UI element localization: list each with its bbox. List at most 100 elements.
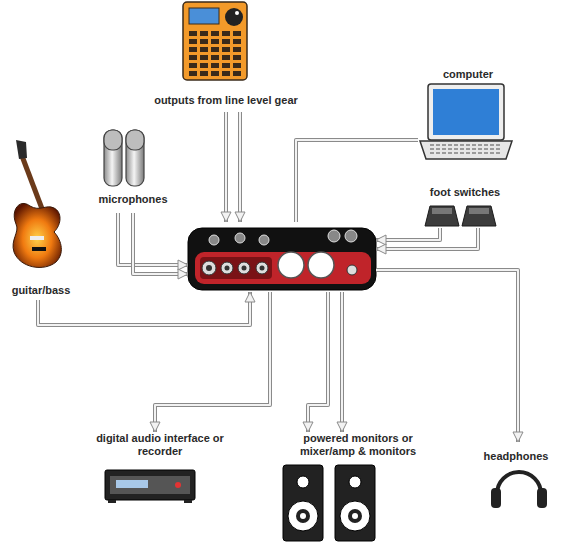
cable-outline <box>38 292 250 325</box>
cable-outline <box>376 228 478 249</box>
drum-machine-part <box>235 11 239 15</box>
speaker-icons-part <box>297 476 309 488</box>
cable-outline <box>376 270 518 442</box>
speaker-icons-part <box>335 465 375 541</box>
recorder-icon <box>105 470 195 503</box>
microphone-group: microphones <box>88 125 178 213</box>
laptop-part <box>420 141 512 159</box>
microphones-icon <box>104 130 144 186</box>
cable-core <box>118 213 188 265</box>
headphone-group: headphones <box>470 442 562 510</box>
foot-switch-icons-part <box>425 206 459 226</box>
laptop-part <box>433 89 499 135</box>
drum-machine-part <box>189 31 243 76</box>
audio-interface-body-part <box>238 262 250 274</box>
foot-switch-icons-part <box>432 208 452 214</box>
speaker-icons-part <box>283 465 323 541</box>
recorder-icon-part <box>105 470 195 500</box>
cable-outline <box>133 213 188 274</box>
audio-interface-body-part <box>221 262 233 274</box>
audio-interface-body-part <box>206 265 212 271</box>
signal-cable <box>38 292 250 325</box>
drum-machine-part <box>189 8 219 24</box>
microphones-icon-part <box>104 130 122 186</box>
cable-outline <box>340 292 344 432</box>
recorder-icon-part <box>184 500 192 503</box>
audio-interface-body-part <box>200 257 272 279</box>
signal-cable <box>376 228 478 249</box>
cable-core <box>341 292 343 432</box>
speaker-icons-part <box>300 513 306 519</box>
audio-interface-body-part <box>260 266 265 271</box>
cable-core <box>296 140 418 222</box>
speaker-icons <box>283 465 375 541</box>
audio-interface-body-part <box>308 252 334 278</box>
cable-core <box>225 112 227 222</box>
cable-outline <box>155 292 270 432</box>
speaker-icons-part <box>348 509 362 523</box>
signal-cable <box>308 292 328 432</box>
audio-interface <box>188 222 376 292</box>
foot-switch-icons-part <box>462 206 496 226</box>
computer-group: computer <box>418 66 518 162</box>
signal-cable <box>240 112 241 222</box>
cable-core <box>376 228 440 240</box>
recorder-icon-part <box>108 500 116 503</box>
audio-interface-body <box>188 228 376 290</box>
cable-outline <box>238 112 242 222</box>
monitor-group: powered monitors or mixer/amp & monitors <box>268 432 448 545</box>
audio-interface-body-part <box>278 252 304 278</box>
recorder-icon-part <box>116 480 148 488</box>
cable-core <box>38 292 250 325</box>
signal-cable <box>342 292 343 432</box>
cable-core <box>239 112 241 222</box>
signal-cable <box>296 140 418 222</box>
audio-interface-body-part <box>242 266 247 271</box>
cable-core <box>376 270 518 442</box>
audio-interface-body-part <box>259 235 269 245</box>
audio-interface-body-part <box>345 230 357 242</box>
headphones-icon-part <box>497 472 541 494</box>
signal-cable <box>226 112 227 222</box>
guitar-icon <box>13 140 61 267</box>
guitar-icon-part <box>32 247 46 251</box>
signal-cable <box>376 270 518 442</box>
recorder-group: digital audio interface or recorder <box>70 432 250 507</box>
device-label: computer <box>418 68 518 81</box>
cable-outline <box>296 140 418 222</box>
drum-machine <box>183 2 247 80</box>
cable-core <box>376 228 478 249</box>
device-label: guitar/bass <box>0 284 82 297</box>
cable-outline <box>376 228 440 240</box>
source-group: outputs from line level gear <box>136 0 316 112</box>
device-label: foot switches <box>415 186 515 199</box>
foot-switch-icons <box>425 206 496 226</box>
recorder-icon-part <box>175 482 181 488</box>
device-label: outputs from line level gear <box>136 94 316 107</box>
signal-cable <box>118 213 188 265</box>
cable-core <box>308 292 328 432</box>
laptop-part <box>428 84 504 140</box>
cable-outline <box>118 213 188 265</box>
audio-interface-body-part <box>328 230 340 242</box>
audio-interface-body-part <box>347 265 357 275</box>
speaker-icons-part <box>288 501 318 531</box>
device-label: digital audio interface or recorder <box>91 432 229 458</box>
speaker-icons-part <box>340 501 370 531</box>
cable-outline <box>308 292 328 432</box>
microphones-icon-part <box>126 130 144 150</box>
speaker-icons-part <box>352 513 358 519</box>
recorder-icon-part <box>110 476 190 494</box>
foot-switch-icons-part <box>469 208 489 214</box>
speaker-icons-part <box>349 476 361 488</box>
audio-interface-body-part <box>256 262 268 274</box>
audio-interface-body-part <box>195 252 371 284</box>
headphones-icon-part <box>491 488 501 508</box>
speaker-icons-part <box>296 509 310 523</box>
audio-interface-body-part <box>225 266 230 271</box>
footswitch-group: foot switches <box>415 184 515 228</box>
guitar-icon-part <box>30 236 44 240</box>
audio-interface-body-part <box>202 261 216 275</box>
